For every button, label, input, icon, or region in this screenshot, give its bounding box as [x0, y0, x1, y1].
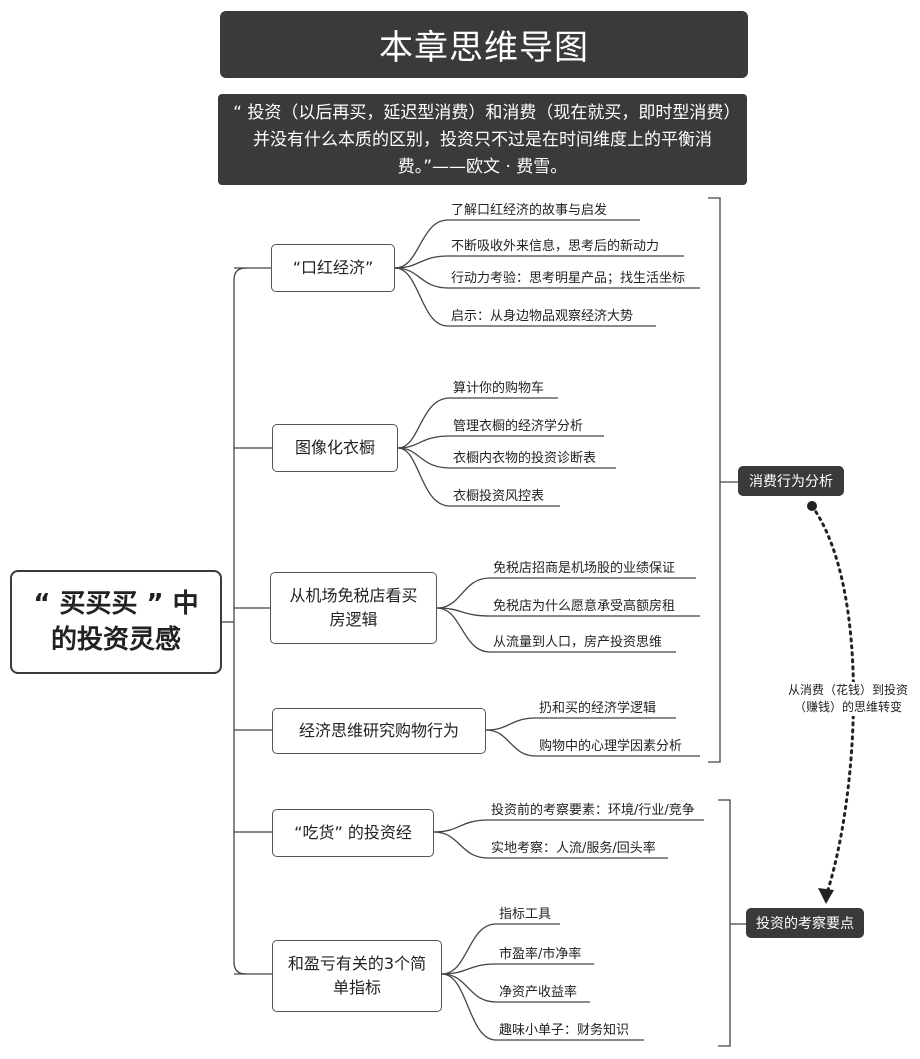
- summary-consumption-analysis[interactable]: 消费行为分析: [738, 466, 844, 496]
- leaf-item: 扔和买的经济学逻辑: [539, 701, 657, 716]
- topic-visual-wardrobe[interactable]: 图像化衣橱: [272, 424, 398, 472]
- leaf-link: [397, 447, 451, 469]
- transition-note-line-1: 从消费（花钱）到投资: [787, 683, 908, 697]
- leaf-link: [436, 577, 491, 609]
- leaf-link: [397, 447, 451, 507]
- leaf-item: 实地考察：人流/服务/回头率: [491, 841, 656, 856]
- leaf-link: [441, 973, 497, 1003]
- leaf-item: 趣味小单子：财务知识: [499, 1023, 630, 1038]
- leaf-item: 管理衣橱的经济学分析: [453, 419, 584, 434]
- leaf-link: [441, 963, 497, 975]
- leaf-link: [441, 973, 497, 1041]
- transition-note-line-2: （赚钱）的思维转变: [793, 700, 902, 714]
- leaf-item: 衣橱内衣物的投资诊断表: [453, 451, 597, 466]
- leaf-link: [394, 267, 449, 289]
- leaf-underline: [448, 219, 700, 327]
- transition-note: 从消费（花钱）到投资 （赚钱）的思维转变: [776, 682, 920, 716]
- topic-foodie-investing[interactable]: “吃货” 的投资经: [272, 809, 434, 857]
- leaf-item: 启示：从身边物品观察经济大势: [451, 309, 634, 324]
- transition-arrowhead: [818, 888, 834, 904]
- topic-airport-duty-free[interactable]: 从机场免税店看买房逻辑: [270, 572, 437, 644]
- leaf-underline: [490, 577, 700, 653]
- leaf-underline: [496, 923, 644, 1041]
- leaf-item: 净资产收益率: [499, 985, 578, 1000]
- leaf-item: 购物中的心理学因素分析: [539, 739, 683, 754]
- leaf-item: 从流量到人口，房产投资思维: [493, 635, 663, 650]
- leaf-item: 投资前的考察要素：环境/行业/竞争: [491, 803, 695, 818]
- root-node[interactable]: “ 买买买 ” 中 的投资灵感: [10, 570, 222, 674]
- leaf-link: [436, 607, 491, 653]
- topic-shopping-behavior[interactable]: 经济思维研究购物行为: [272, 708, 486, 754]
- trunk-line: [233, 267, 247, 975]
- leaf-link: [433, 819, 489, 833]
- leaf-link: [397, 397, 451, 449]
- quote-box: “ 投资（以后再买，延迟型消费）和消费（现在就买，即时型消费）并没有什么本质的区…: [218, 94, 747, 185]
- leaf-underline: [536, 717, 700, 757]
- leaf-item: 免税店招商是机场股的业绩保证: [493, 561, 676, 576]
- leaf-item: 指标工具: [499, 907, 552, 922]
- leaf-item: 市盈率/市净率: [499, 947, 582, 962]
- topic-three-indicators[interactable]: 和盈亏有关的3个简单指标: [272, 940, 442, 1012]
- leaf-item: 了解口红经济的故事与启发: [451, 203, 608, 218]
- root-line-2: 的投资灵感: [50, 625, 181, 655]
- leaf-item: 算计你的购物车: [453, 381, 545, 396]
- leaf-link: [394, 219, 449, 269]
- leaf-item: 免税店为什么愿意承受高额房租: [493, 599, 676, 614]
- summary-bracket-2: [718, 799, 746, 1047]
- transition-arrow-start: [807, 501, 817, 511]
- leaf-link: [485, 729, 537, 757]
- leaf-link: [433, 831, 489, 859]
- leaf-link: [397, 435, 451, 449]
- leaf-item: 衣橱投资风控表: [453, 489, 545, 504]
- leaf-link: [441, 923, 497, 975]
- leaf-link: [394, 267, 449, 327]
- summary-investment-points[interactable]: 投资的考察要点: [746, 908, 864, 938]
- topic-lipstick-economy[interactable]: “口红经济”: [271, 244, 395, 292]
- leaf-item: 行动力考验：思考明星产品；找生活坐标: [451, 271, 686, 286]
- leaf-link: [394, 255, 449, 269]
- leaf-link: [485, 717, 537, 731]
- root-line-1: “ 买买买 ” 中: [33, 589, 199, 619]
- summary-bracket-1: [708, 197, 738, 763]
- page-title: 本章思维导图: [220, 11, 748, 78]
- leaf-underline: [488, 819, 704, 859]
- leaf-underline: [450, 397, 616, 507]
- leaf-item: 不断吸收外来信息，思考后的新动力: [451, 239, 660, 254]
